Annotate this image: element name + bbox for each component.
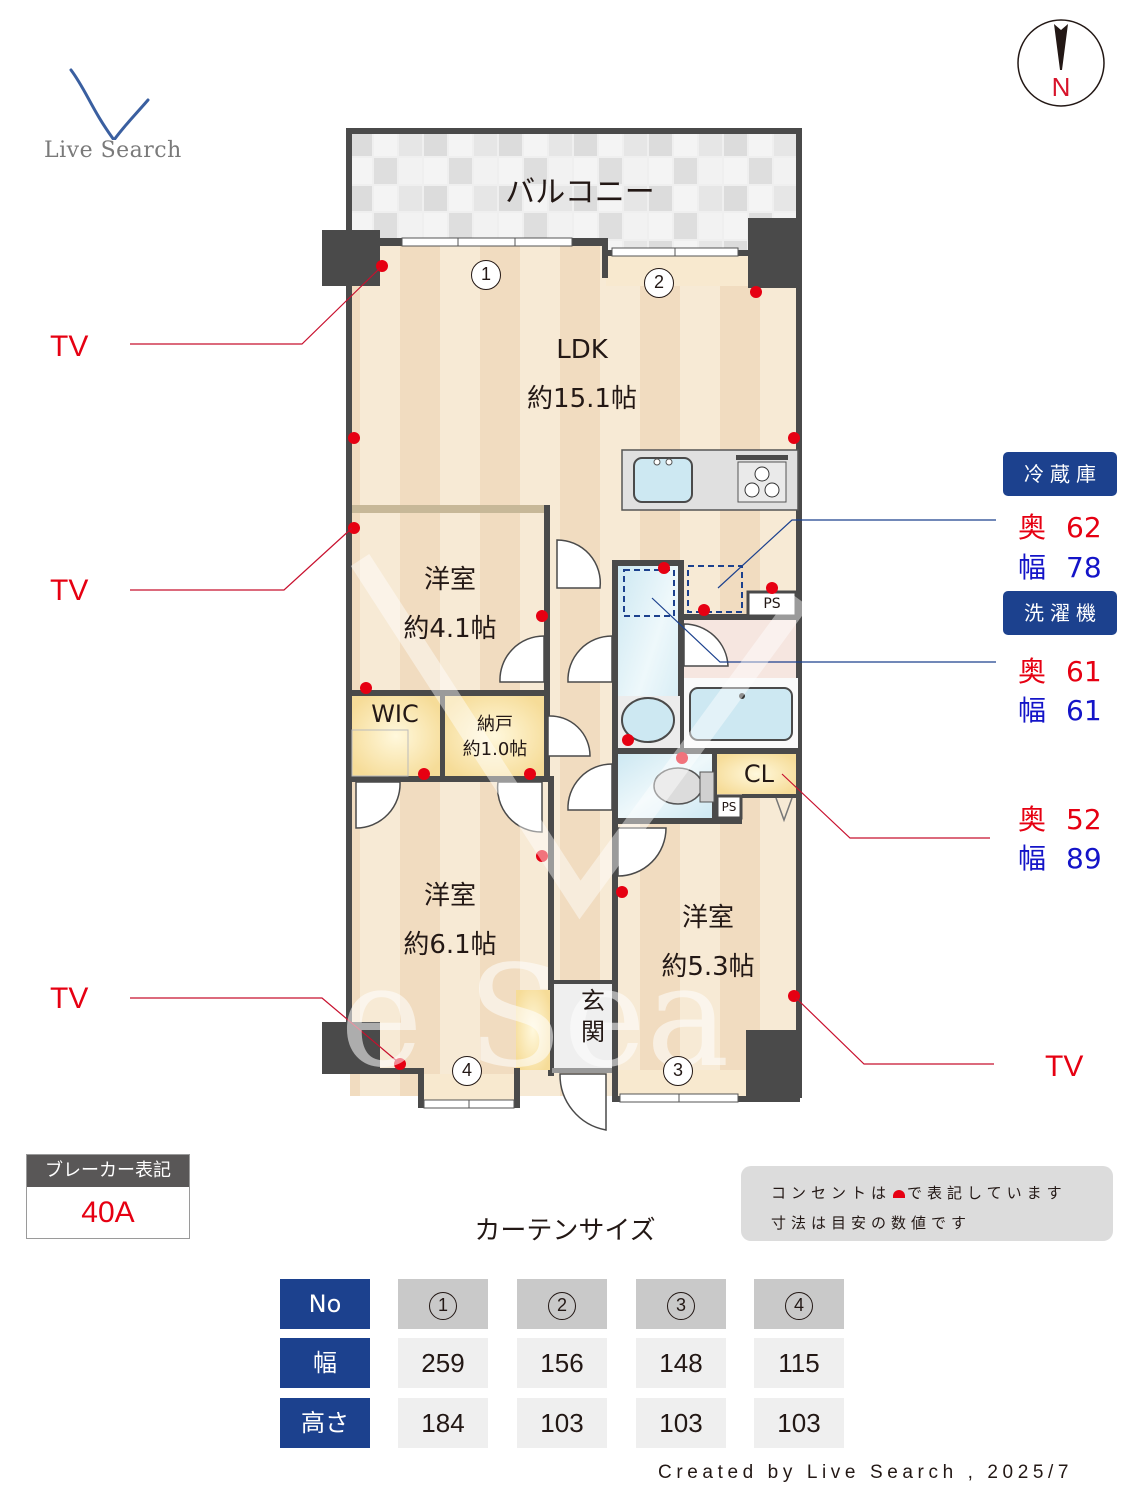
table-cell: 259 bbox=[398, 1338, 488, 1388]
table-cell: 156 bbox=[517, 1338, 607, 1388]
table-cell: 184 bbox=[398, 1398, 488, 1448]
breaker-box: ブレーカー表記 40A bbox=[26, 1154, 190, 1239]
breaker-label: ブレーカー表記 bbox=[27, 1155, 189, 1187]
window-number-2: 2 bbox=[644, 268, 674, 298]
table-cell: 103 bbox=[754, 1398, 844, 1448]
room-label-western-1: 洋室約4.1帖 bbox=[403, 565, 497, 645]
table-cell: 148 bbox=[636, 1338, 726, 1388]
ps-label-lower: PS bbox=[721, 800, 737, 814]
window-number-4: 4 bbox=[452, 1056, 482, 1086]
live-search-logo: Live Search bbox=[40, 60, 210, 170]
curtain-size-title: カーテンサイズ bbox=[474, 1216, 656, 1246]
footer-credit: Created by Live Search , 2025/7 bbox=[658, 1462, 1074, 1483]
compass-north-label: N bbox=[1051, 72, 1071, 102]
fridge-header: 冷蔵庫 bbox=[1003, 452, 1117, 496]
outlet-note: コンセントはで表記しています 寸法は目安の数値です bbox=[741, 1166, 1113, 1241]
tv-label-western-3: TV bbox=[1045, 1050, 1084, 1083]
balcony-area bbox=[348, 130, 800, 250]
ps-label-upper: PS bbox=[763, 596, 781, 612]
wic-area bbox=[352, 696, 440, 776]
table-cell: 3 bbox=[636, 1279, 726, 1329]
table-cell: 103 bbox=[517, 1398, 607, 1448]
north-compass: N bbox=[1016, 18, 1106, 108]
outlet-markers bbox=[348, 260, 800, 1070]
room-label-balcony: バルコニー bbox=[505, 175, 655, 210]
table-cell: 4 bbox=[754, 1279, 844, 1329]
table-cell: 1 bbox=[398, 1279, 488, 1329]
table-cell: 2 bbox=[517, 1279, 607, 1329]
note-line-1: コンセントはで表記しています bbox=[771, 1184, 1067, 1202]
room-label-closet: CL bbox=[743, 760, 775, 788]
room-label-western-2: 洋室約6.1帖 bbox=[403, 881, 497, 961]
room-label-wic: WIC bbox=[371, 700, 419, 728]
washer-header: 洗濯機 bbox=[1003, 591, 1117, 635]
row-header-width: 幅 bbox=[280, 1338, 370, 1388]
room-label-entrance: 玄関 bbox=[581, 987, 605, 1047]
row-header-height: 高さ bbox=[280, 1398, 370, 1448]
note-line-2: 寸法は目安の数値です bbox=[771, 1214, 972, 1232]
room-label-western-3: 洋室約5.3帖 bbox=[661, 903, 755, 983]
window-number-1: 1 bbox=[471, 260, 501, 290]
bathtub bbox=[689, 687, 793, 741]
tv-label-western-1: TV bbox=[50, 574, 89, 607]
logo-text: Live Search bbox=[44, 138, 182, 163]
storage-area bbox=[445, 696, 544, 776]
logo-check-icon bbox=[69, 68, 150, 143]
tv-label-western-2: TV bbox=[50, 982, 89, 1015]
compass-arrow-icon bbox=[1017, 19, 1105, 107]
floor-plan-drawing: e Sea bbox=[130, 128, 996, 1131]
kitchen-sink bbox=[633, 457, 693, 503]
row-header-no: No bbox=[280, 1279, 370, 1329]
tv-label-ldk: TV bbox=[50, 330, 89, 363]
table-cell: 115 bbox=[754, 1338, 844, 1388]
table-cell: 103 bbox=[636, 1398, 726, 1448]
breaker-value: 40A bbox=[81, 1196, 135, 1229]
outlet-symbol-icon bbox=[893, 1189, 906, 1198]
room-label-storage: 納戸約1.0帖 bbox=[462, 714, 528, 761]
window-number-3: 3 bbox=[663, 1056, 693, 1086]
